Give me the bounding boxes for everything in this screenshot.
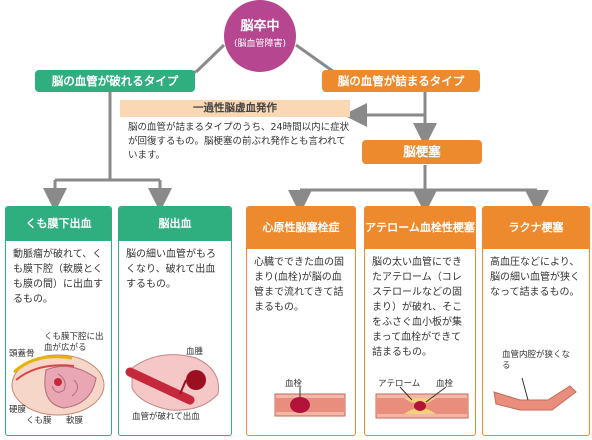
card-body: 心臓でできた血の固まり(血栓)が脳の血管まで流れてきて詰まるもの。 [254,257,344,313]
card-title: 心原性脳塞栓症 [247,207,355,249]
label-dura: 硬膜 [9,405,27,415]
card-body: 高血圧などにより、脳の細い血管が狭くなって詰まるもの。 [490,257,580,298]
label-vessel-rupture: 血管が破れて出血 [132,412,200,422]
card-body: 脳の太い血管にできたアテローム（コレステロールなどの固まり）が破れ、そこをふさぐ… [372,257,463,358]
sah-illustration [11,354,105,416]
atherothrombotic-illustration [375,386,469,419]
label-arachnoid: くも膜 [26,416,52,426]
root-title: 脳卒中 [240,19,280,34]
root-subtitle: (脳血管障害) [233,39,287,49]
branch-blockage: 脳の血管が詰まるタイプ [322,70,480,92]
label-thrombus-2: 血栓 [436,379,454,389]
infarction-node: 脳梗塞 [362,140,482,164]
stroke-root-node: 脳卒中 (脳血管障害) [224,0,296,72]
label-narrowed-lumen: 血管内腔が狭くなる [502,350,571,371]
card-title: 脳出血 [119,207,231,241]
tia-title: 一過性脳虚血発作 [120,100,350,117]
card-body: 脳の細い血管がもろくなり、破れて出血するもの。 [126,249,216,290]
label-hematoma: 血腫 [186,347,204,357]
ich-illustration [125,354,220,411]
branch-rupture: 脳の血管が破れるタイプ [35,70,195,92]
card-title: アテローム血栓性梗塞 [365,207,475,249]
label-skull: 頭蓋骨 [9,349,35,359]
lacunar-illustration [493,377,577,411]
connector-root-right [295,43,335,74]
label-sah-spread: くも膜下腔に出血が広がる [44,332,104,353]
label-thrombus: 血栓 [285,379,303,389]
connector-root-left [194,43,226,74]
card-body: 動脈瘤が破れて、くも膜下腔（軟膜とくも膜の間）に出血するもの。 [13,249,103,305]
card-title: ラクナ梗塞 [483,207,589,249]
card-lacunar: ラクナ梗塞 高血圧などにより、脳の細い血管が狭くなって詰まるもの。 [482,206,590,436]
cardioembolic-illustration [274,387,346,417]
label-atheroma: アテローム [378,379,421,389]
label-pia: 軟膜 [66,416,84,426]
tia-body: 脳の血管が詰まるタイプのうち、24時間以内に症状が回復するもの。脳梗塞の前ぶれ発… [128,122,350,161]
tia-box: 一過性脳虚血発作 脳の血管が詰まるタイプのうち、24時間以内に症状が回復するもの… [120,100,350,168]
card-title: くも膜下出血 [6,207,111,241]
